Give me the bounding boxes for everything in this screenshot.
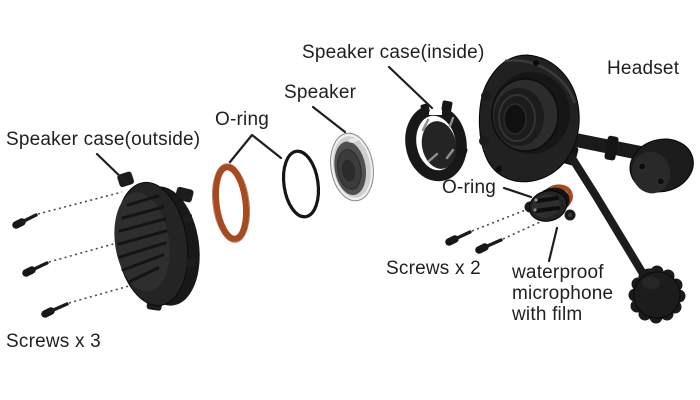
label-screws-x2: Screws x 2 [386, 258, 481, 279]
mic-windscreen [628, 265, 686, 324]
headset-arm [566, 131, 646, 161]
label-waterproof-line3: with film [512, 304, 583, 325]
label-speaker-case-outside: Speaker case(outside) [6, 129, 201, 150]
leader-lines [95, 65, 559, 263]
screws-x2-group [445, 208, 541, 254]
label-headset: Headset [607, 58, 680, 79]
label-speaker: Speaker [284, 82, 357, 103]
speaker-case-inside-part [405, 100, 468, 182]
label-waterproof-line1: waterproof [512, 262, 604, 283]
o-ring-black-large [281, 149, 321, 219]
speaker-part [330, 132, 374, 202]
label-o-ring-right: O-ring [442, 177, 496, 198]
label-waterproof-microphone: waterproof microphone with film [512, 262, 613, 325]
label-speaker-case-inside: Speaker case(inside) [302, 42, 485, 63]
headset-clamp-pod [629, 138, 694, 194]
speaker-case-outside-part [114, 171, 200, 311]
headset-housing [478, 54, 580, 183]
headset-part [478, 54, 694, 324]
label-o-ring-left: O-ring [215, 109, 269, 130]
waterproof-mic-part [524, 187, 576, 222]
mic-boom [568, 154, 652, 286]
label-screws-x3: Screws x 3 [6, 331, 101, 352]
o-ring-orange-large [211, 163, 251, 243]
label-waterproof-line2: microphone [512, 283, 614, 304]
